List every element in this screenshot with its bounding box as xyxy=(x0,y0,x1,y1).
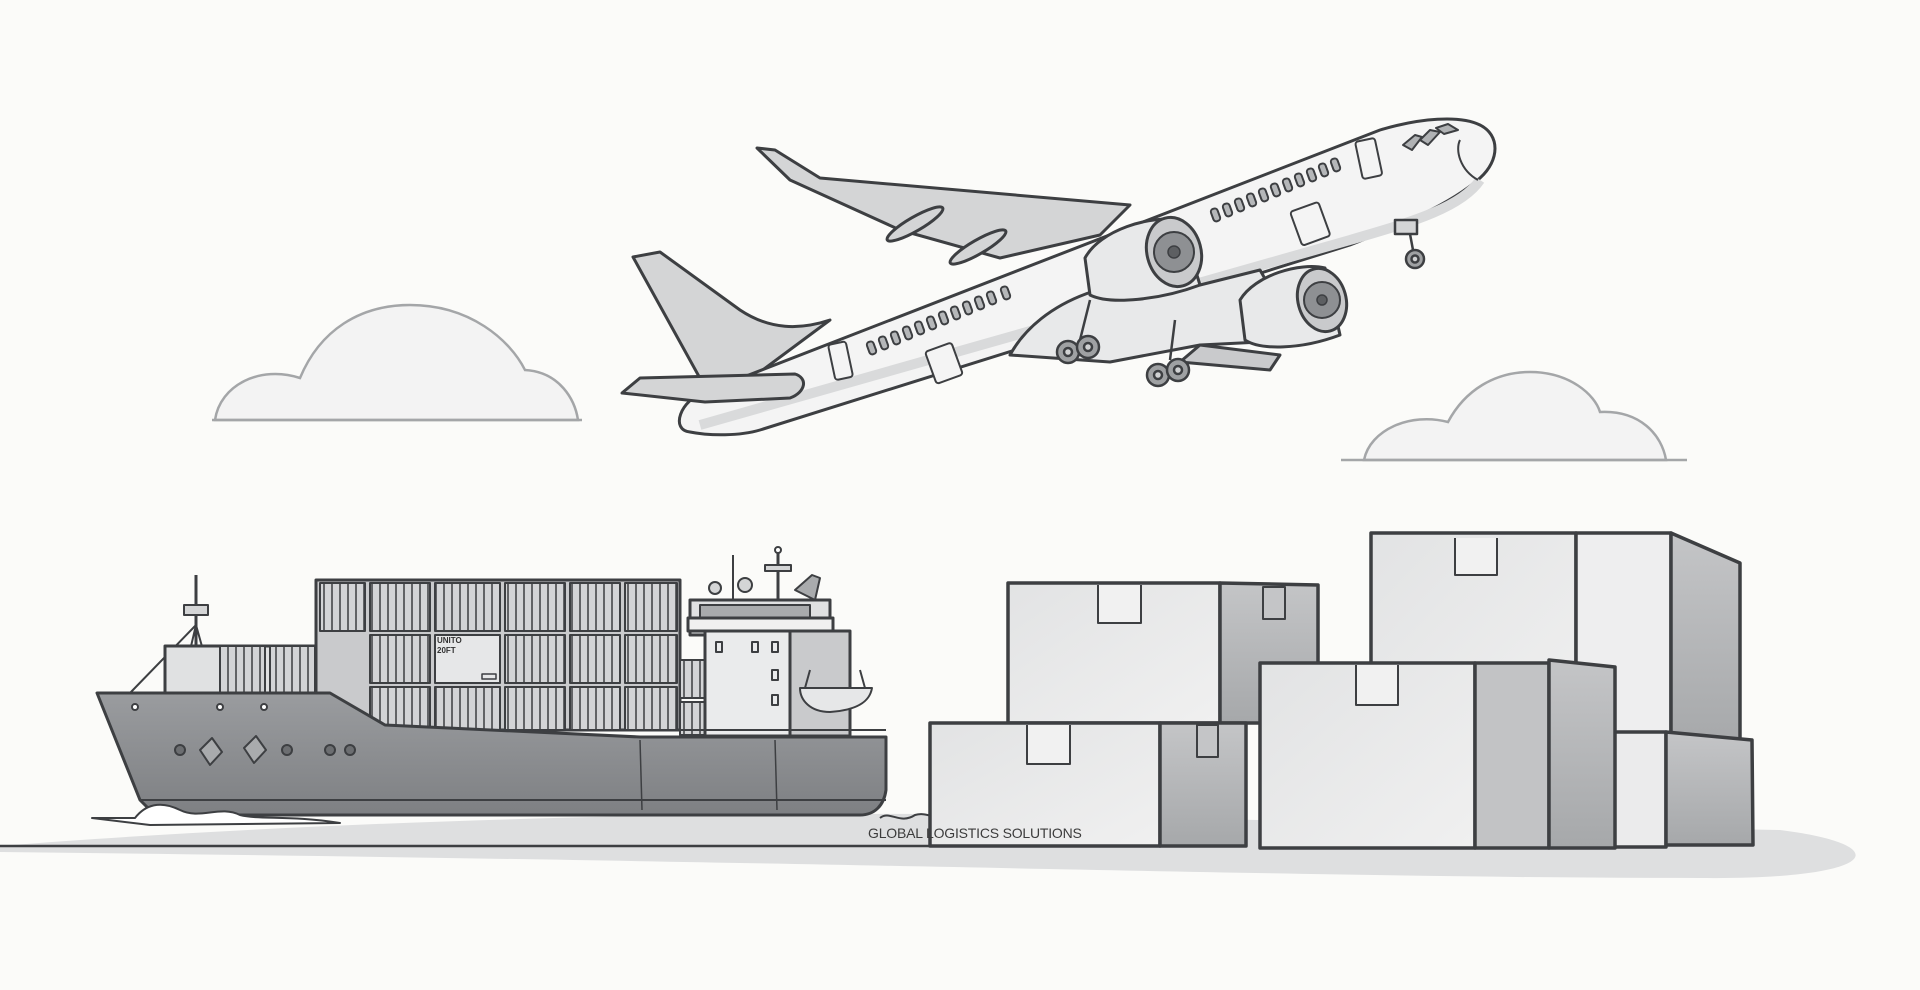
ship-anchor-icon xyxy=(199,735,267,766)
container-label-line2: 20FT xyxy=(437,646,456,655)
ship-hull xyxy=(95,691,888,817)
airplane-landing-gear xyxy=(1055,218,1426,388)
cloud-right xyxy=(1341,370,1687,462)
ship-lifeboat xyxy=(799,687,873,713)
airplane-far-wing xyxy=(755,146,1132,260)
airplane-door-front xyxy=(1354,137,1383,180)
airplane-engine-left xyxy=(1083,215,1204,302)
container-label: UNITO 20FT xyxy=(437,636,462,656)
airplane-engine-right xyxy=(1238,265,1349,349)
cargo-box-top-left xyxy=(1006,581,1320,725)
airplane xyxy=(620,117,1497,437)
ship-portholes xyxy=(131,703,356,756)
cargo-boxes xyxy=(928,531,1755,850)
airplane-door-rear xyxy=(827,340,854,381)
ship-container-stack xyxy=(314,578,736,736)
airplane-horizontal-stabilizer xyxy=(620,372,805,404)
container-label-line1: UNITO xyxy=(437,636,462,645)
ship-bridge xyxy=(686,546,873,738)
cloud-left xyxy=(212,303,582,422)
container-unito-20ft xyxy=(434,634,501,684)
container-ship xyxy=(91,546,941,826)
airplane-windows xyxy=(865,157,1342,356)
cargo-box-bottom-left xyxy=(928,721,1248,848)
cargo-box-front-middle xyxy=(1258,658,1617,850)
caption-text: GLOBAL LOGISTICS SOLUTIONS xyxy=(868,825,1082,841)
ship-bow-wave xyxy=(91,803,341,826)
cargo-box-front-right xyxy=(1612,730,1755,849)
airplane-tail-fin xyxy=(631,250,832,402)
